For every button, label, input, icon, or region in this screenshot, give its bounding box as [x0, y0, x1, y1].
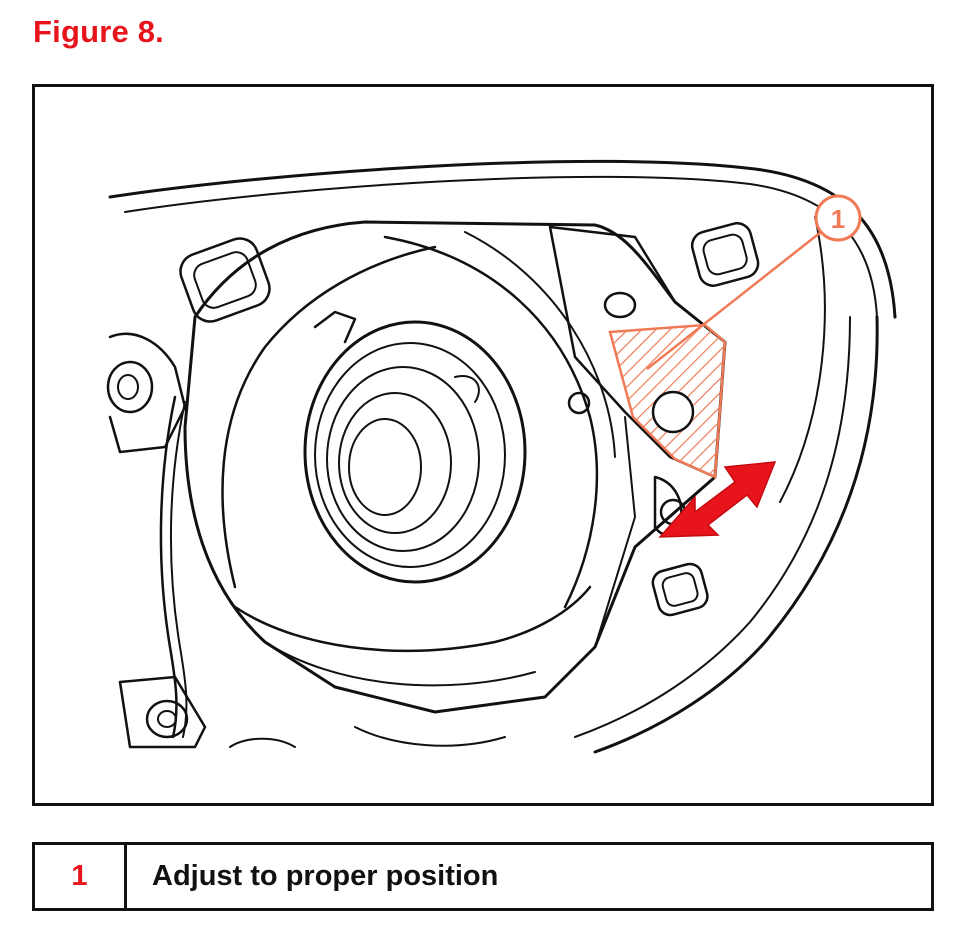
clip-top-left — [179, 237, 271, 323]
left-bracket — [108, 332, 187, 454]
legend-description: Adjust to proper position — [152, 860, 499, 892]
fender-third-curve — [779, 216, 826, 503]
lower-mount — [118, 675, 207, 749]
socket-ring-4 — [338, 392, 452, 534]
left-grommet-inner — [117, 374, 139, 400]
plate-hole-top — [603, 291, 637, 319]
headlamp-adjustment-diagram: 1 — [32, 84, 934, 806]
legend-table: 1 Adjust to proper position — [32, 842, 934, 911]
panel-top-edge — [108, 159, 897, 319]
socket-ring-inner — [348, 418, 422, 516]
legend-number: 1 — [35, 845, 127, 908]
clip-top-left-inner — [193, 251, 257, 309]
bottom-curve-right — [354, 726, 506, 747]
fender-inner-curve — [574, 316, 851, 738]
plate-edge-lower — [594, 416, 636, 648]
callout-circle — [814, 194, 862, 242]
clip-top-right-inner — [702, 233, 748, 276]
fender-outer-curve — [593, 315, 879, 754]
housing-curve-5 — [264, 641, 536, 687]
socket-notch — [454, 375, 480, 403]
left-harness-inner — [169, 401, 188, 738]
housing-curve-4 — [233, 585, 592, 653]
left-grommet-outer — [106, 360, 154, 414]
left-harness — [159, 395, 178, 739]
adjustment-arrow — [658, 461, 777, 538]
plate-hole-left — [567, 391, 591, 415]
housing-curve-2 — [383, 235, 599, 609]
panel-top-edge-inner — [124, 175, 878, 318]
socket-ring-2 — [314, 342, 506, 568]
clip-top-right — [690, 222, 760, 287]
mounting-bracket — [183, 220, 727, 714]
socket-ring-outer — [303, 320, 527, 584]
lower-grommet-inner — [157, 710, 177, 728]
clip-lower-right — [651, 562, 709, 617]
callout-leader-line — [646, 231, 822, 370]
diagram-illustration: 1 — [106, 159, 897, 754]
housing-curve-3 — [464, 231, 616, 458]
bottom-curve-left — [229, 737, 296, 748]
adjuster-bolt-overlay — [651, 390, 695, 434]
socket-tab — [313, 310, 357, 344]
housing-curve-1 — [221, 245, 437, 589]
clip-lower-right-inner — [661, 572, 699, 607]
lower-grommet-outer — [145, 699, 189, 739]
figure-title: Figure 8. — [33, 14, 164, 49]
socket-ring-3 — [326, 366, 480, 552]
callout-number: 1 — [831, 204, 845, 234]
